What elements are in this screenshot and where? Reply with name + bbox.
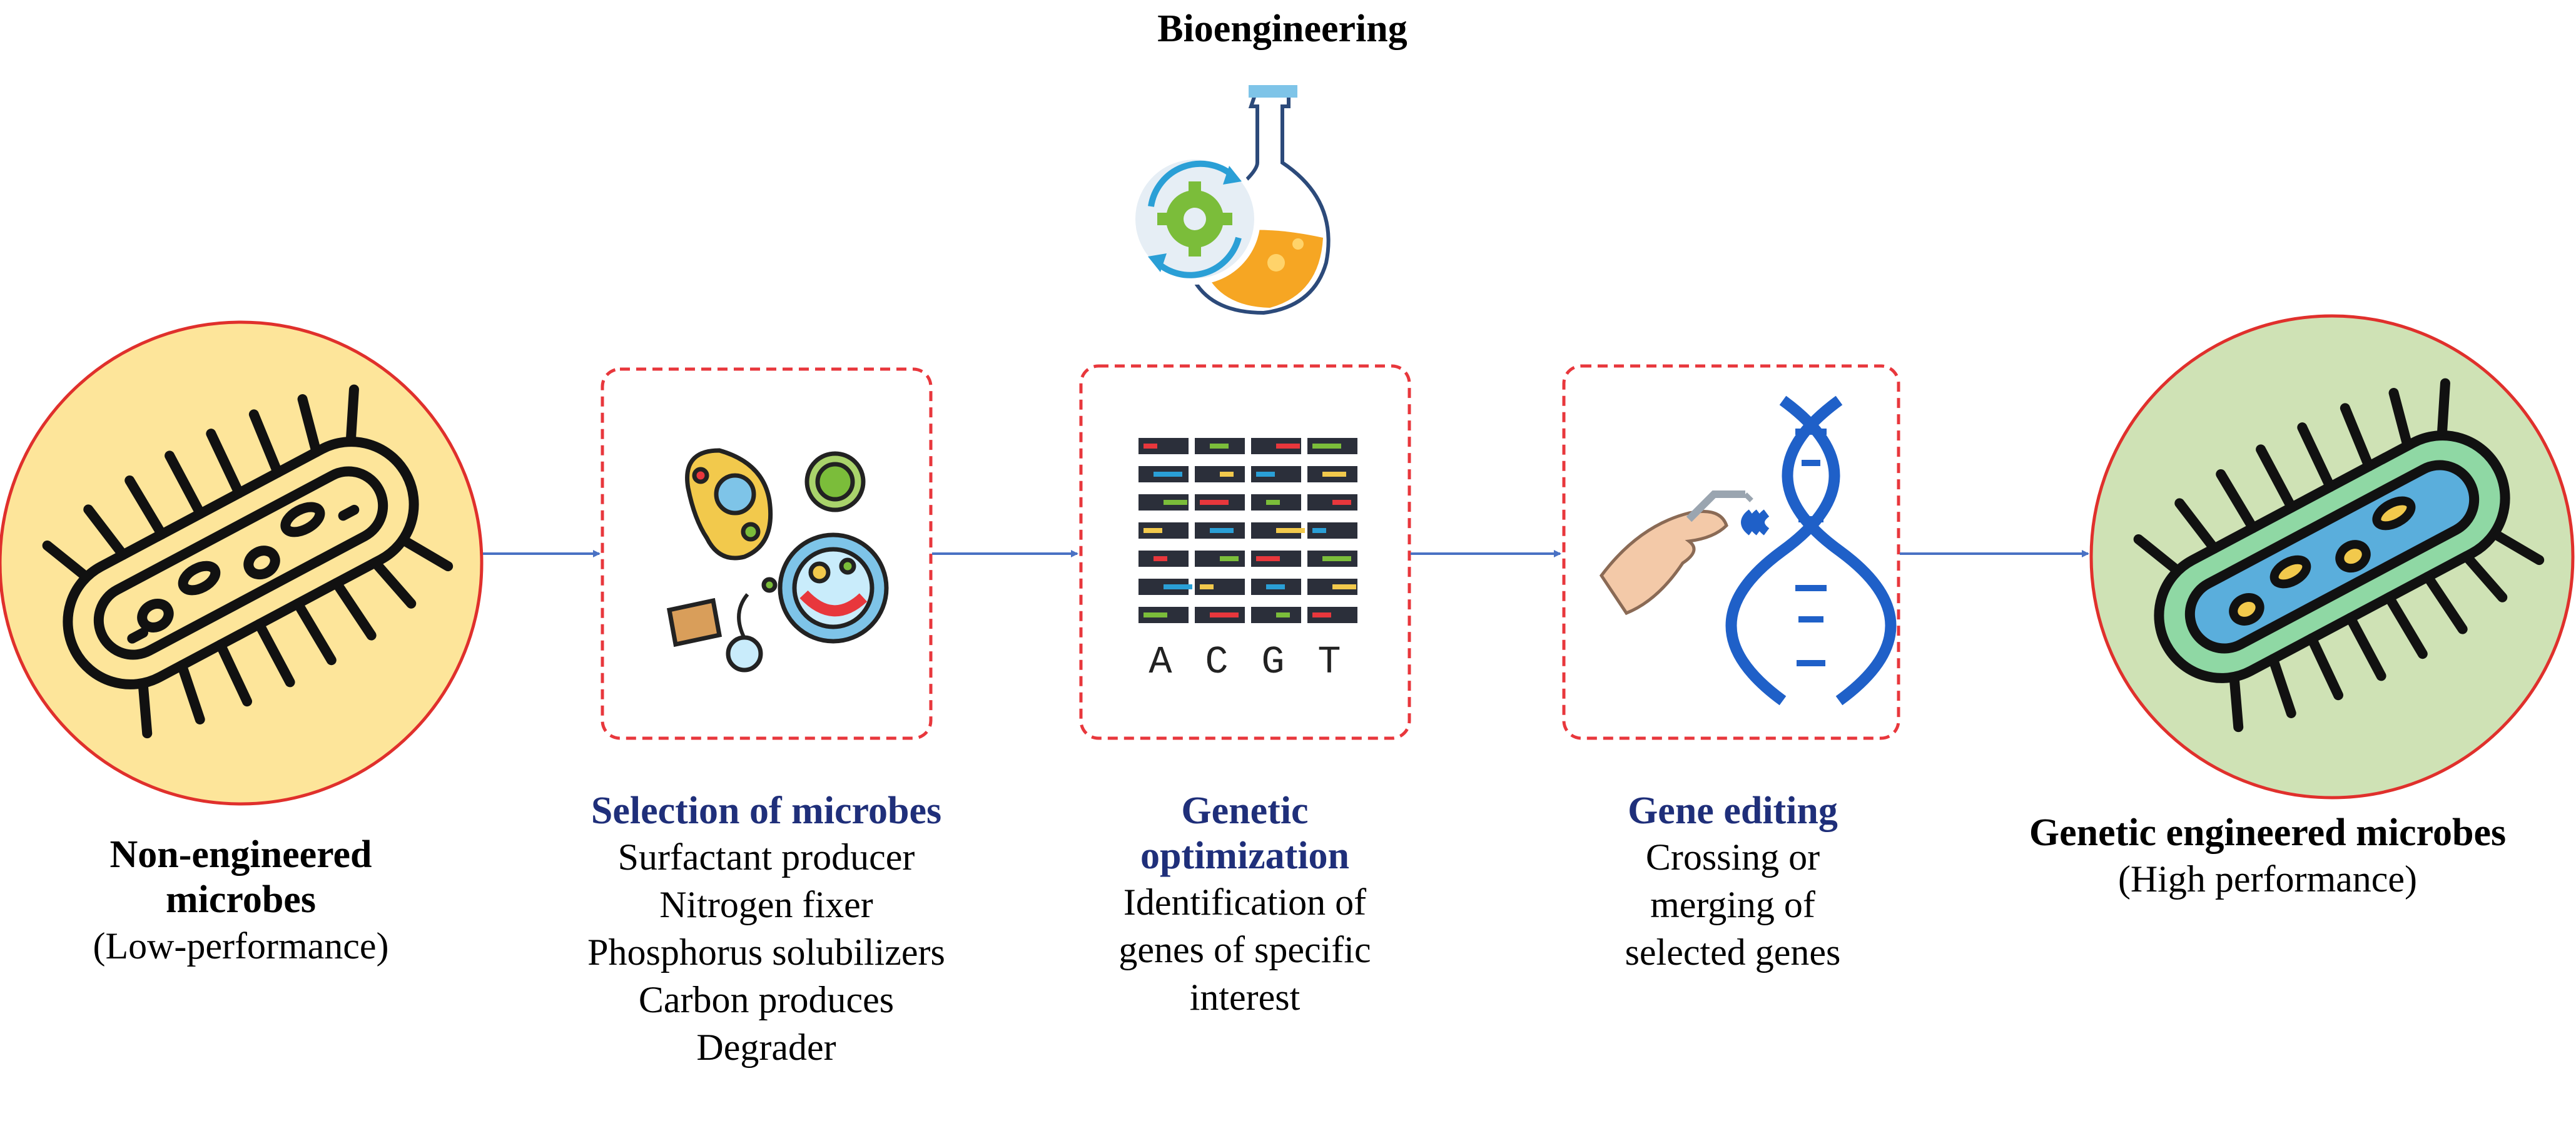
sequence-segment	[1154, 556, 1167, 561]
sequence-segment	[1266, 500, 1280, 505]
stage-selection-text: Selection of microbes Surfactant produce…	[513, 788, 1020, 1071]
selection-item: Degrader	[696, 1027, 836, 1068]
sequence-segment	[1154, 472, 1182, 477]
optimization-line: genes of specific	[1118, 929, 1371, 970]
sequence-segment	[1164, 500, 1187, 505]
sequence-letter-g: G	[1261, 640, 1284, 684]
sequence-segment	[1256, 556, 1280, 561]
sequence-segment	[1332, 584, 1356, 589]
sequence-letter-t: T	[1317, 640, 1341, 684]
microorganisms-icon	[666, 448, 889, 673]
gene-editing-box	[1562, 364, 1900, 740]
sequence-letter-a: A	[1149, 640, 1172, 684]
sequence-segment	[1312, 612, 1331, 617]
non-engineered-subtitle: (Low-performance)	[93, 925, 389, 967]
stage-optimization-text: Genetic optimization Identification of g…	[1057, 788, 1433, 1021]
sequence-segment	[1312, 444, 1341, 449]
sequence-segment	[1143, 444, 1157, 449]
engineered-heading: Genetic engineered microbes	[2029, 811, 2507, 854]
gene-editing-line: merging of	[1650, 884, 1815, 925]
sequence-segment	[1220, 556, 1239, 561]
flask-gear-icon	[1129, 85, 1331, 315]
sequence-segment	[1143, 528, 1162, 533]
sequence-segment	[1164, 584, 1192, 589]
microbe-icon	[42, 384, 454, 739]
optimization-line: interest	[1189, 977, 1301, 1018]
sequence-segment	[1276, 528, 1305, 533]
page-title: Bioengineering	[1157, 8, 1407, 50]
sequence-segment	[1143, 612, 1167, 617]
sequence-segment	[1210, 444, 1229, 449]
optimization-box	[1079, 364, 1411, 740]
gene-editing-icon	[1599, 395, 1897, 706]
engineered-microbe-icon	[2133, 378, 2545, 733]
optimization-heading-line1: Genetic	[1181, 790, 1309, 832]
sequence-segment	[1210, 528, 1234, 533]
selection-item: Carbon produces	[638, 979, 895, 1020]
sequence-segment	[1322, 556, 1351, 561]
gene-editing-line: selected genes	[1625, 932, 1841, 973]
stage-gene-editing-text: Gene editing Crossing or merging of sele…	[1545, 788, 1920, 976]
selection-heading: Selection of microbes	[591, 790, 942, 832]
selection-item: Phosphorus solubilizers	[587, 932, 945, 973]
selection-item: Nitrogen fixer	[659, 884, 873, 925]
selection-item: Surfactant producer	[617, 836, 915, 878]
engineered-subtitle: (High performance)	[2117, 858, 2418, 900]
sequence-segment	[1332, 500, 1351, 505]
stage-engineered-text: Genetic engineered microbes (High perfor…	[1964, 810, 2571, 903]
sequence-segment	[1220, 472, 1234, 477]
sequence-segment	[1266, 584, 1285, 589]
sequence-segment	[1210, 612, 1239, 617]
sequence-letter-c: C	[1205, 640, 1228, 684]
sequence-segment	[1200, 500, 1229, 505]
selection-box	[601, 367, 933, 740]
sequence-segment	[1312, 528, 1326, 533]
optimization-line: Identification of	[1123, 881, 1367, 923]
sequence-segment	[1322, 472, 1346, 477]
optimization-heading-line2: optimization	[1140, 835, 1350, 877]
sequence-segment	[1276, 444, 1300, 449]
dna-sequence-icon	[1138, 438, 1357, 623]
gene-editing-line: Crossing or	[1645, 836, 1820, 878]
non-engineered-heading: Non-engineered microbes	[109, 833, 372, 921]
sequence-segment	[1256, 472, 1275, 477]
sequence-segment	[1200, 584, 1214, 589]
gene-editing-heading: Gene editing	[1628, 790, 1838, 832]
stage-non-engineered-text: Non-engineered microbes (Low-performance…	[25, 832, 457, 970]
sequence-segment	[1276, 612, 1290, 617]
